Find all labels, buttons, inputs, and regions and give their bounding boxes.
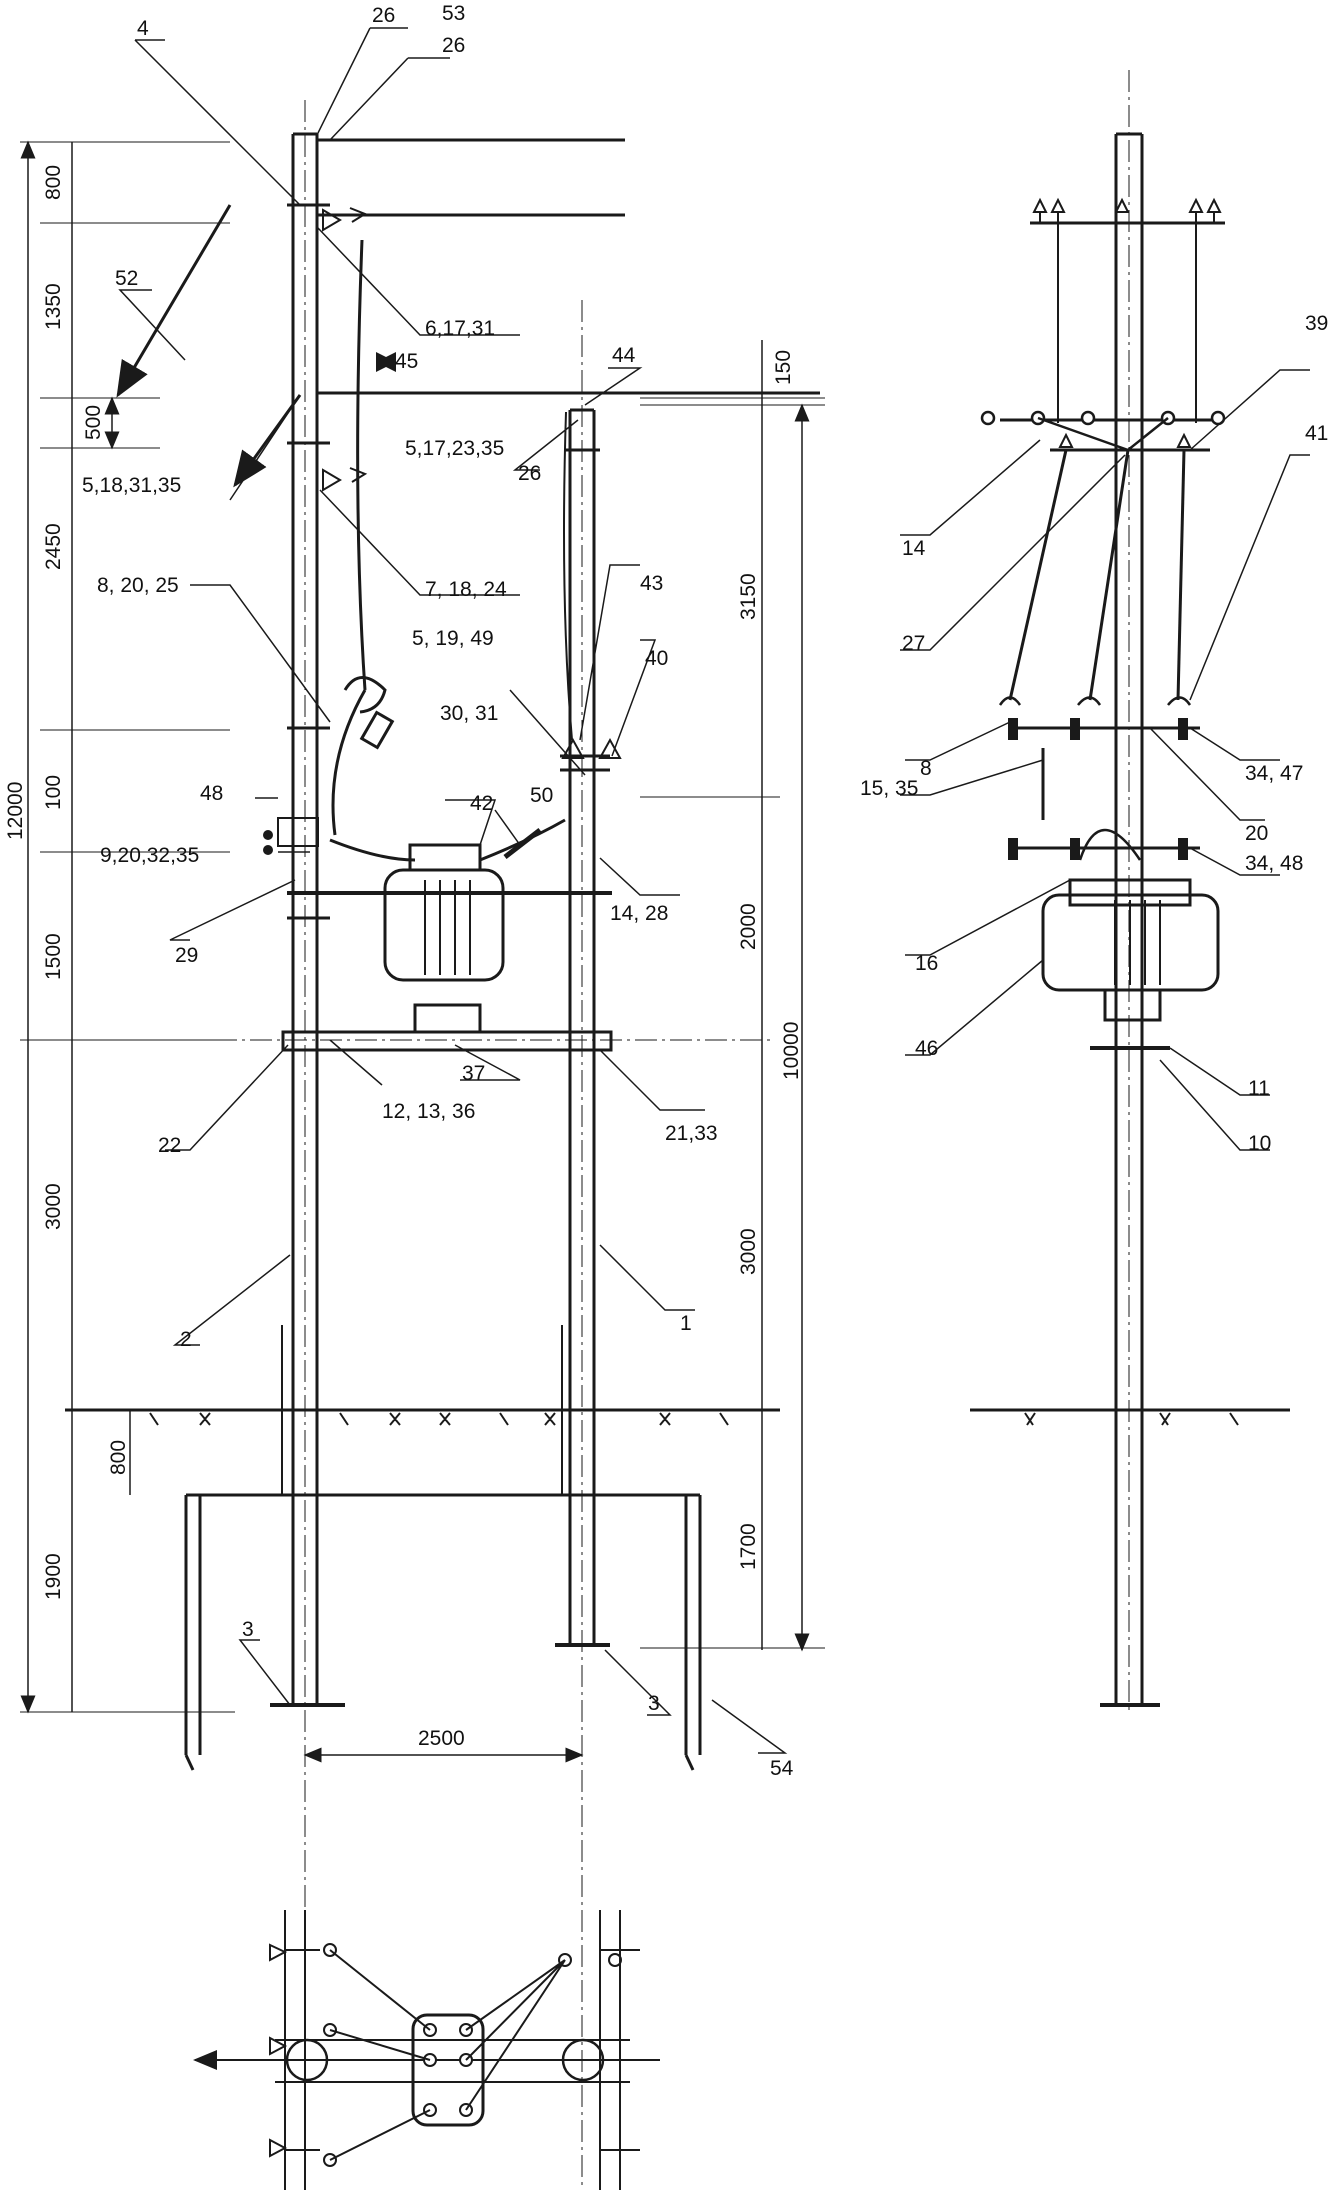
callout-4: 4: [137, 17, 149, 40]
dim-800-ground: 800: [107, 1440, 130, 1475]
callout-53: 53: [442, 2, 465, 25]
callout-48: 48: [200, 782, 223, 805]
callout-40: 40: [645, 647, 668, 670]
callout-5-19-49: 5, 19, 49: [412, 627, 494, 650]
callout-6-17-31: 6,17,31: [425, 317, 495, 340]
dim-2000: 2000: [737, 903, 760, 950]
side-callout-10: 10: [1248, 1132, 1271, 1155]
side-elevation: [970, 70, 1290, 1710]
callout-8-20-25: 8, 20, 25: [97, 574, 179, 597]
plan-view: [193, 1910, 660, 2190]
side-callout-14: 14: [902, 537, 926, 560]
side-callout-8: 8: [920, 757, 932, 780]
side-callout-41: 41: [1305, 422, 1328, 445]
callout-45: 45: [395, 350, 418, 373]
callout-14-28: 14, 28: [610, 902, 668, 925]
side-callout-34-48: 34, 48: [1245, 852, 1303, 875]
dim-100: 100: [42, 775, 65, 810]
callout-5-17-23-35: 5,17,23,35: [405, 437, 504, 460]
callout-43: 43: [640, 572, 663, 595]
left-pole: [270, 100, 345, 2190]
dim-500: 500: [82, 405, 105, 440]
side-callout-20: 20: [1245, 822, 1268, 845]
callout-2: 2: [180, 1328, 192, 1351]
dim-2450: 2450: [42, 523, 65, 570]
callout-22: 22: [158, 1134, 181, 1157]
dim-800-top: 800: [42, 165, 65, 200]
dim-1700: 1700: [737, 1523, 760, 1570]
callout-29: 29: [175, 944, 198, 967]
side-callout-39: 39: [1305, 312, 1328, 335]
callout-37: 37: [462, 1062, 485, 1085]
right-pole: [555, 300, 610, 2190]
callout-26-right: 26: [518, 462, 541, 485]
dim-2500: 2500: [418, 1727, 465, 1750]
callout-30-31: 30, 31: [440, 702, 498, 725]
front-callouts: 26 53 26 4 6,17,31 52 45 44 5,17,23,35 2…: [82, 2, 794, 1780]
callout-26-second: 26: [442, 34, 465, 57]
ground-hatch: [65, 1408, 780, 1426]
dimension-labels: 800 1350 500 2450 100 1500 3000 800 1900…: [4, 165, 803, 1750]
dim-1900: 1900: [42, 1553, 65, 1600]
side-callout-27: 27: [902, 632, 925, 655]
side-callout-34-47: 34, 47: [1245, 762, 1303, 785]
dim-3000-left: 3000: [42, 1183, 65, 1230]
callout-7-18-24: 7, 18, 24: [425, 578, 507, 601]
dim-150: 150: [772, 350, 795, 385]
dim-1350: 1350: [42, 283, 65, 330]
dim-12000: 12000: [4, 782, 27, 840]
transformer: [383, 843, 505, 1034]
callout-12-13-36: 12, 13, 36: [382, 1100, 475, 1123]
callout-42: 42: [470, 792, 493, 815]
callout-21-33: 21,33: [665, 1122, 718, 1145]
dim-1500: 1500: [42, 933, 65, 980]
side-callout-46: 46: [915, 1037, 938, 1060]
side-callout-15-35: 15, 35: [860, 777, 918, 800]
callout-50: 50: [530, 784, 553, 807]
callout-3-right: 3: [648, 1692, 660, 1715]
callout-54: 54: [770, 1757, 794, 1780]
side-callout-16: 16: [915, 952, 938, 975]
callout-26-top: 26: [372, 4, 395, 27]
callout-1: 1: [680, 1312, 692, 1335]
dim-3000-right: 3000: [737, 1228, 760, 1275]
callout-9-20-32-35: 9,20,32,35: [100, 844, 199, 867]
callout-52: 52: [115, 267, 138, 290]
callout-5-18-31-35: 5,18,31,35: [82, 474, 181, 497]
side-callouts: 39 41 14 27 8 34, 47 15, 35 20 34, 48 16…: [860, 312, 1328, 1155]
dimension-lines: [20, 140, 825, 1763]
dim-3150: 3150: [737, 573, 760, 620]
side-callout-11: 11: [1248, 1077, 1270, 1100]
callout-3-left: 3: [242, 1618, 254, 1641]
callout-44: 44: [612, 344, 636, 367]
dim-10000: 10000: [780, 1022, 803, 1080]
